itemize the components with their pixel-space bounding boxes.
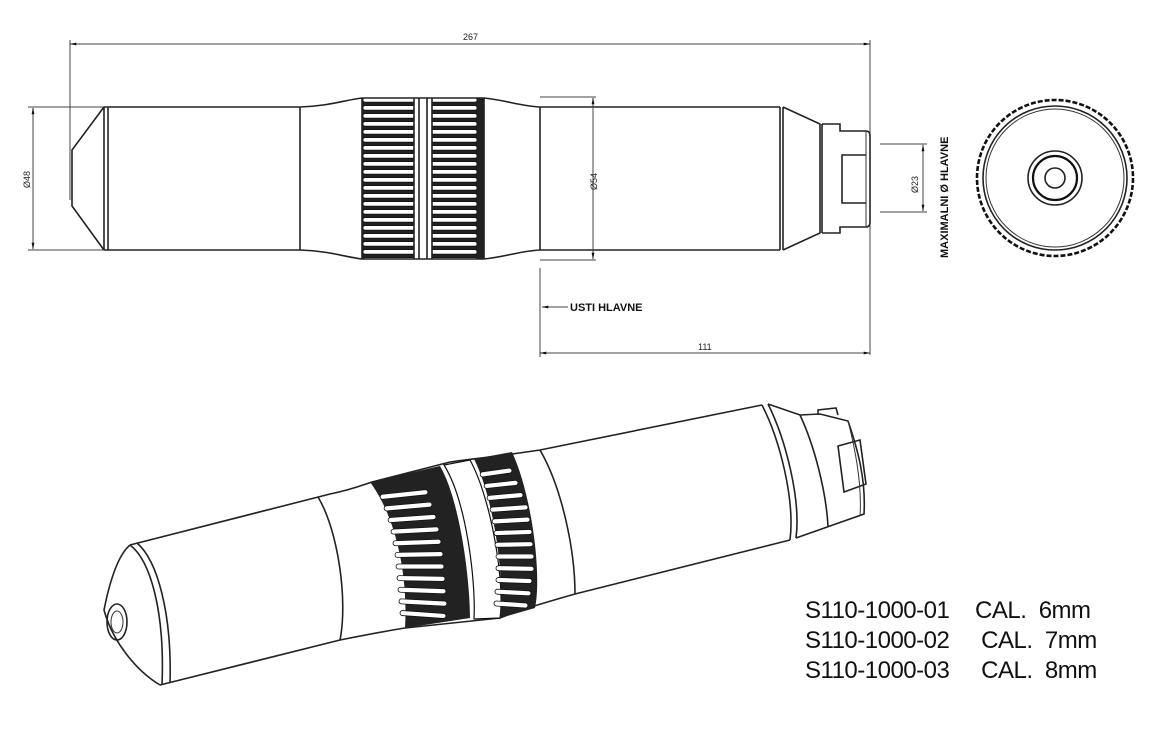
parts-table: S110-1000-01 CAL. 6mm S110-1000-02 CAL. … <box>805 596 1097 686</box>
muzzle-dimension: USTI HLAVNE 111 <box>539 268 871 357</box>
isometric-view <box>103 403 867 686</box>
end-view <box>975 98 1135 258</box>
iso-knurl <box>370 452 538 628</box>
part-number: S110-1000-02 <box>805 627 950 654</box>
caliber: CAL. 6mm <box>975 597 1091 624</box>
max-bore-label: MAXIMALNI Ø HLAVNE <box>939 137 951 258</box>
parts-row: S110-1000-02 CAL. 7mm <box>805 626 1097 656</box>
knurl-diameter-dimension: Ø54 <box>540 96 599 261</box>
thread-diameter-label: Ø23 <box>910 176 920 193</box>
overall-length-label: 267 <box>463 32 478 42</box>
parts-row: S110-1000-03 CAL. 8mm <box>805 656 1097 686</box>
overall-length-dimension: 267 <box>69 32 871 355</box>
part-number: S110-1000-03 <box>805 657 950 684</box>
thread-diameter-dimension: Ø23 <box>880 143 927 213</box>
part-number: S110-1000-01 <box>805 597 950 624</box>
side-view: 267 Ø48 <box>22 32 951 357</box>
muzzle-offset-label: 111 <box>698 342 712 352</box>
body-diameter-dimension: Ø48 <box>22 106 104 251</box>
caliber: CAL. 7mm <box>975 627 1097 654</box>
parts-row: S110-1000-01 CAL. 6mm <box>805 596 1097 626</box>
knurled-grip <box>361 97 485 260</box>
caliber: CAL. 8mm <box>975 657 1097 684</box>
body-diameter-label: Ø48 <box>22 171 32 188</box>
muzzle-label: USTI HLAVNE <box>570 302 643 314</box>
knurl-diameter-label: Ø54 <box>589 173 599 190</box>
